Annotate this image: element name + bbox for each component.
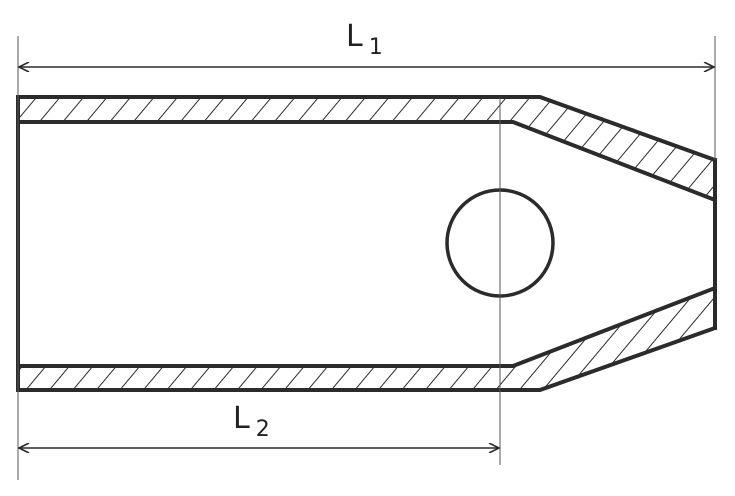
top-wall-section (16, 95, 717, 203)
l1-subscript: 1 (369, 35, 383, 60)
l2-subscript: 2 (256, 417, 270, 442)
bottom-wall-section (16, 285, 717, 392)
